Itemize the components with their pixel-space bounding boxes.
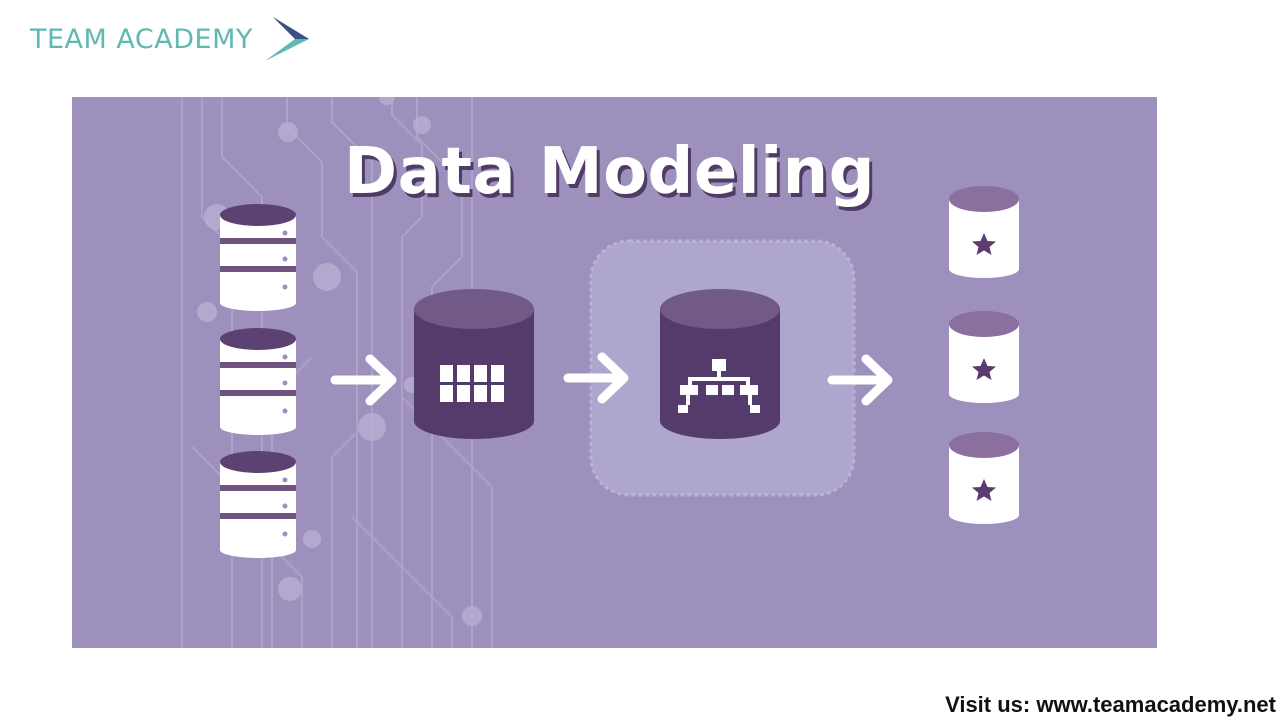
circuit-nodes [197,97,482,626]
chevron-arrow-icon [264,17,309,61]
source-database-icon [220,204,296,311]
visit-website-link[interactable]: Visit us: www.teamacademy.net [945,692,1276,717]
banner-illustration [181,97,1019,648]
arrow-right-icon [563,352,629,404]
table-database-icon [414,289,534,439]
data-modeling-banner: Data Modeling [72,97,1157,648]
team-academy-logo[interactable]: TEAM ACADEMY [30,14,311,64]
star-database-icon [949,186,1019,278]
source-database-icon [220,451,296,558]
arrow-right-icon [330,354,397,406]
hierarchy-database-icon [660,289,780,439]
banner-title: Data Modeling [344,135,875,209]
star-database-icon [949,311,1019,403]
star-database-icon [949,432,1019,524]
logo-text: TEAM ACADEMY [30,23,253,55]
arrow-right-icon [827,354,893,406]
source-database-icon [220,328,296,435]
circuit-background [181,97,493,648]
